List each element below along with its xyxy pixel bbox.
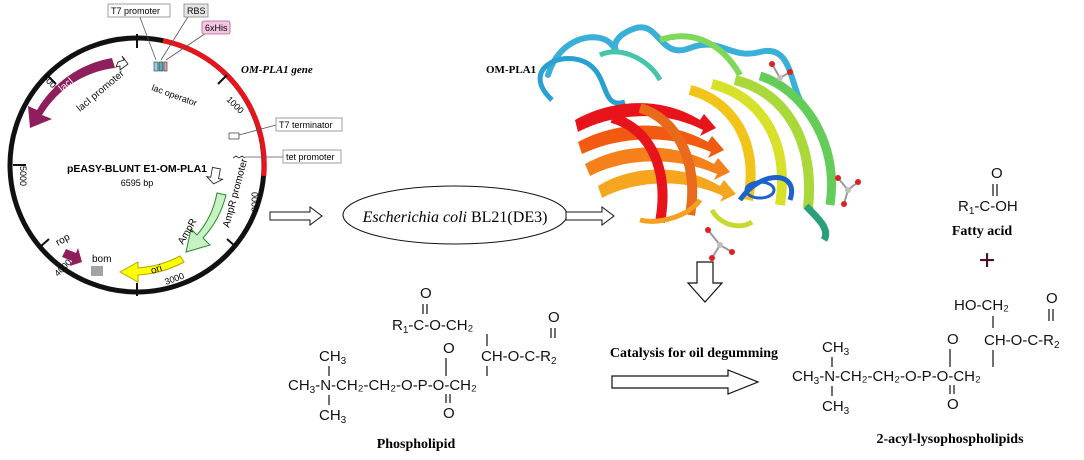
flow: Escherichia coli BL21(DE3) bbox=[269, 185, 615, 245]
his-callout-text: 6xHis bbox=[205, 23, 228, 33]
ampr-promoter-arrow bbox=[205, 166, 224, 185]
fatty-acid-o: O bbox=[991, 165, 1003, 182]
plasmid-name: pEASY-BLUNT E1-OM-PLA1 bbox=[67, 163, 207, 175]
protein-structure: OM-PLA1 bbox=[486, 24, 861, 303]
host-text: Escherichia coli BL21(DE3) bbox=[362, 209, 548, 226]
acyl2-line: CH-O-C-R2 bbox=[481, 348, 557, 367]
gene-label: OM-PLA1 gene bbox=[241, 64, 313, 76]
protein-label: OM-PLA1 bbox=[486, 64, 536, 76]
lyso-phosphate-o-top: O bbox=[947, 331, 959, 348]
bom-label: bom bbox=[92, 254, 111, 265]
tick-mark bbox=[226, 238, 237, 248]
lac-operator-label: lac operator bbox=[150, 82, 198, 108]
his-tag-mark bbox=[163, 61, 168, 72]
phosphate-o-top: O bbox=[443, 340, 455, 357]
ligand-atoms bbox=[705, 61, 861, 261]
plus-sign: + bbox=[978, 244, 995, 277]
fatty-acid-name: Fatty acid bbox=[952, 224, 1012, 239]
acyl2-carbonyl-o: O bbox=[548, 309, 560, 326]
lyso-name: 2-acyl-lysophospholipids bbox=[876, 432, 1024, 447]
ampr-arrow bbox=[185, 192, 227, 253]
t7-terminator-callout-text: T7 terminator bbox=[279, 120, 333, 130]
phospholipid: O R1-C-O-CH₂ O CH-O-C-R2 CH3 CH3-N-CH₂-C… bbox=[288, 285, 560, 452]
laci-promoter-arrow bbox=[115, 55, 129, 71]
lyso-top-methyl: CH3 bbox=[822, 339, 850, 358]
acyl1-line: R1-C-O-CH₂ bbox=[392, 317, 474, 336]
t7-terminator-callout bbox=[275, 117, 343, 132]
lyso-phosphate-o-bottom: O bbox=[947, 396, 959, 413]
t7-terminator-mark bbox=[228, 132, 240, 140]
lysophospholipid: HO-CH₂ O CH-O-C-R2 CH3 CH3-N-CH₂-CH₂-O-P… bbox=[792, 290, 1060, 447]
tet-promoter-callout-text: tet promoter bbox=[286, 152, 335, 162]
fatty-acid: O R1-C-OH Fatty acid + bbox=[952, 165, 1018, 277]
fatty-acid-formula: R1-C-OH bbox=[958, 198, 1018, 217]
reaction: Catalysis for oil degumming bbox=[610, 346, 778, 395]
reaction-label: Catalysis for oil degumming bbox=[610, 346, 778, 361]
ori-label: ori bbox=[150, 263, 164, 277]
t7-promoter-callout-text: T7 promoter bbox=[111, 6, 160, 16]
rop-arrow bbox=[62, 248, 82, 266]
t7-promoter-callout bbox=[107, 3, 171, 18]
tet-promoter-callout bbox=[282, 149, 342, 164]
acyl1-carbonyl-o: O bbox=[420, 285, 432, 302]
rbs-callout-text: RBS bbox=[187, 6, 206, 16]
tick-label-2000: 2000 bbox=[250, 192, 260, 212]
bottom-methyl: CH3 bbox=[319, 407, 347, 426]
hollow-arrow-right-1 bbox=[269, 206, 323, 226]
rbs-mark bbox=[158, 61, 164, 72]
om-pla1-insert-arc bbox=[162, 38, 267, 177]
plasmid-size: 6595 bp bbox=[121, 178, 154, 188]
rbs-callout bbox=[183, 3, 209, 18]
phosphate-o-bottom: O bbox=[443, 405, 455, 422]
laci-arrow bbox=[28, 58, 115, 128]
tet-promoter-mark bbox=[232, 155, 246, 159]
t7-promoter-mark bbox=[153, 61, 159, 72]
reaction-arrow bbox=[611, 369, 760, 395]
lyso-acyl-line: CH-O-C-R2 bbox=[984, 332, 1060, 351]
phospholipid-name: Phospholipid bbox=[377, 437, 456, 452]
tick-mark bbox=[39, 238, 50, 248]
hollow-arrow-down bbox=[686, 261, 724, 303]
lyso-choline-line: CH3-N-CH₂-CH₂-O-P-O-CH₂ bbox=[792, 368, 981, 387]
plasmid-map: 1000 2000 3000 4000 5000 6000 lacI lacI … bbox=[7, 3, 343, 296]
rop-label: rop bbox=[54, 232, 72, 249]
ampr-promoter-label: AmpR promoter bbox=[221, 157, 250, 229]
hollow-arrow-right-2 bbox=[565, 206, 615, 226]
lyso-bottom-methyl: CH3 bbox=[822, 398, 850, 417]
tick-mark bbox=[217, 74, 228, 85]
tick-label-5000: 5000 bbox=[18, 166, 28, 186]
ho-ch2: HO-CH₂ bbox=[954, 297, 1009, 314]
his-callout bbox=[201, 20, 231, 35]
choline-line: CH3-N-CH₂-CH₂-O-P-O-CH₂ bbox=[288, 377, 477, 396]
tick-mark bbox=[46, 74, 57, 85]
bom-box bbox=[91, 266, 103, 276]
ori-arrow bbox=[118, 255, 185, 283]
top-methyl: CH3 bbox=[319, 348, 347, 367]
lyso-carbonyl-o: O bbox=[1046, 290, 1058, 307]
